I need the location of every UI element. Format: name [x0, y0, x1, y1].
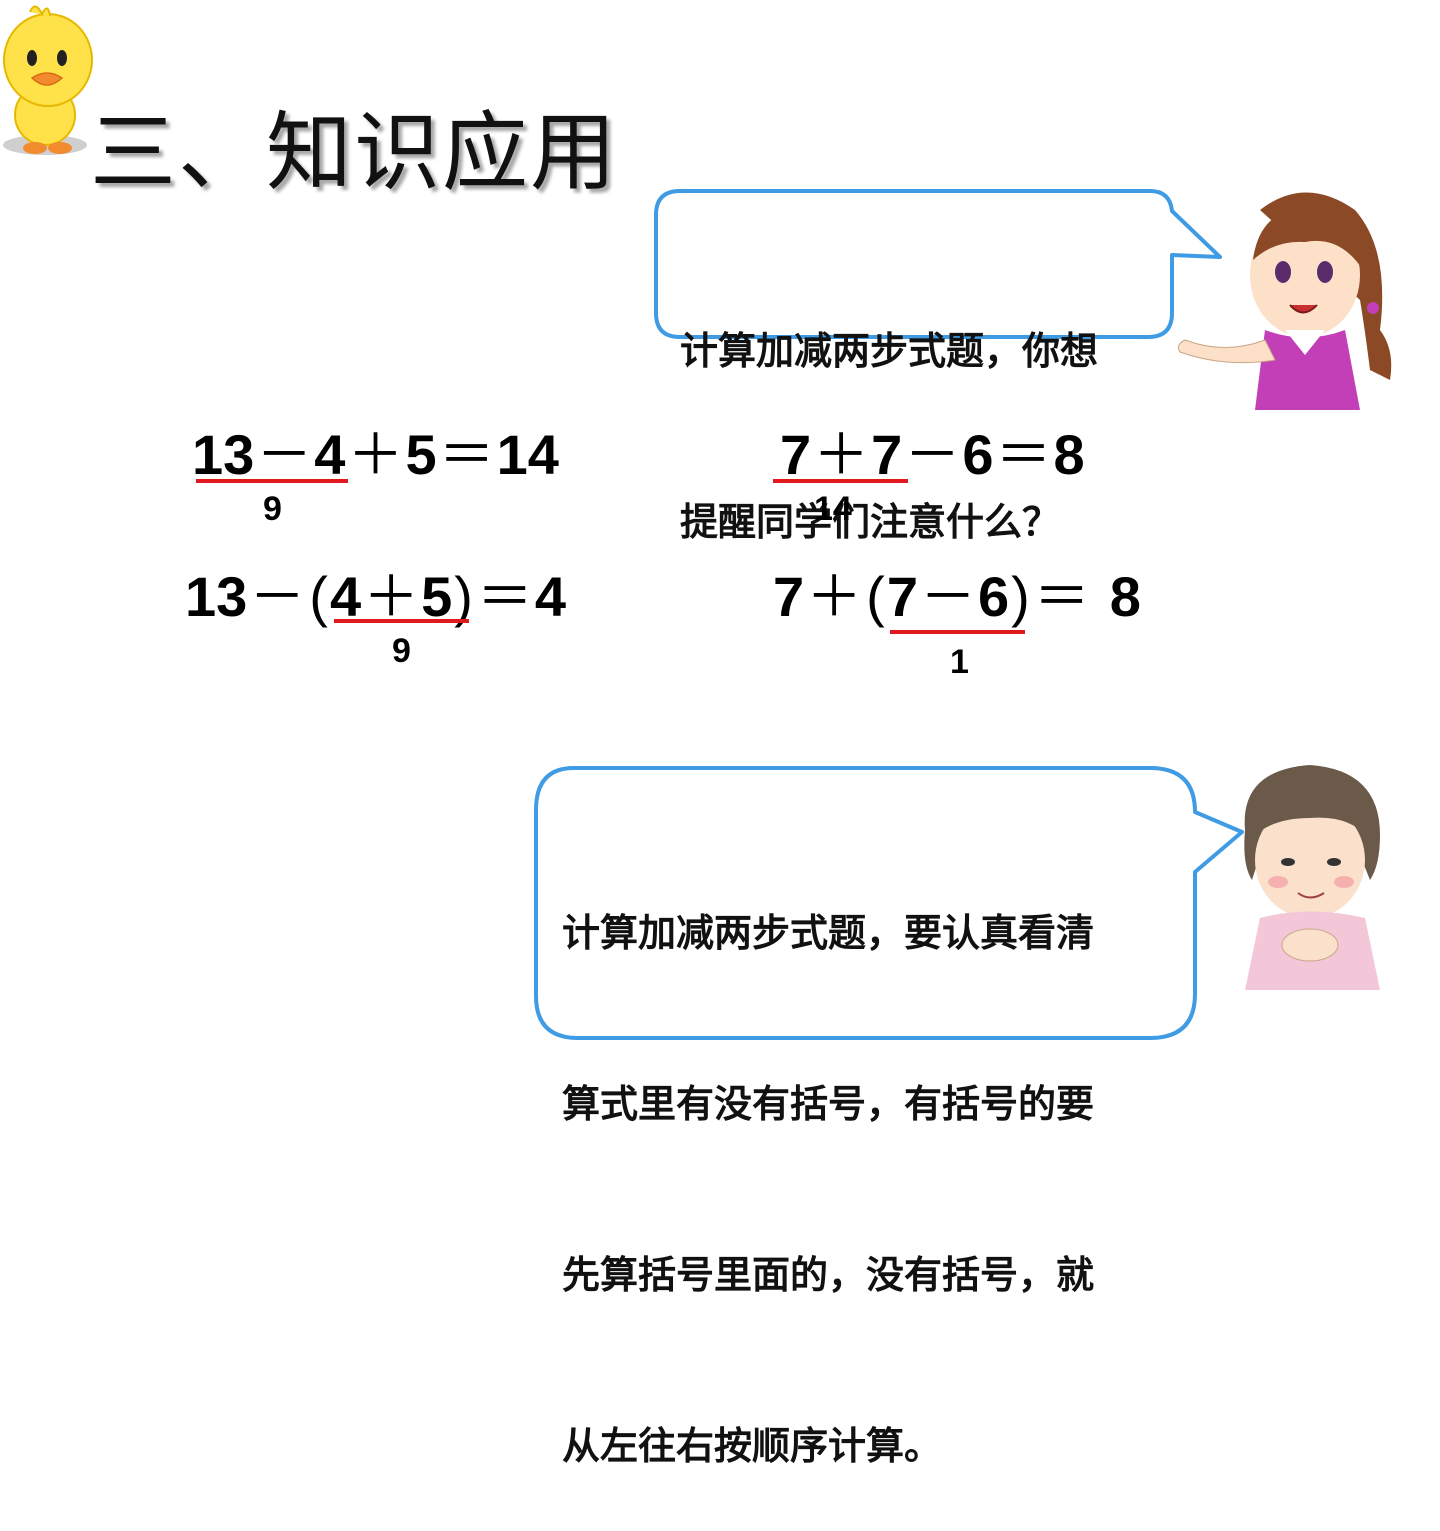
eq3-operand-a: 13: [185, 565, 248, 628]
eq2-operand-c: 6: [962, 423, 994, 486]
equation-4: 7＋(7－6)＝8: [773, 552, 1141, 633]
eq2-equals: ＝: [995, 423, 1052, 486]
eq4-operand-a: 7: [773, 565, 805, 628]
eq4-equals: ＝: [1033, 565, 1090, 628]
eq1-underline: [196, 479, 348, 483]
eq3-equals: ＝: [476, 565, 533, 628]
eq3-result: 4: [534, 565, 567, 628]
equation-1: 13－4＋5＝14: [192, 410, 559, 491]
eq3-underline: [334, 619, 469, 623]
eq4-operand-b: 7: [886, 565, 918, 628]
eq4-partial-result: 1: [950, 643, 969, 681]
eq2-operator-2: －: [904, 423, 961, 486]
student-bubble-line: 计算加减两步式题，要认真看清: [562, 910, 1095, 955]
student-illustration: [1244, 765, 1380, 990]
student-bubble-text: 计算加减两步式题，要认真看清 算式里有没有括号，有括号的要 先算括号里面的，没有…: [562, 790, 1094, 1531]
eq3-partial-result: 9: [392, 632, 411, 670]
eq3-operator-1: －: [249, 565, 306, 628]
eq4-operator-2: －: [919, 565, 976, 628]
equation-3: 13－(4＋5)＝4: [185, 552, 566, 633]
eq1-operator-2: ＋: [347, 423, 404, 486]
student-bubble-line: 先算括号里面的，没有括号，就: [562, 1252, 1095, 1297]
eq1-equals: ＝: [438, 423, 495, 486]
student-bubble-line: 从左往右按顺序计算。: [562, 1423, 943, 1468]
teacher-speech-bubble: [654, 189, 1222, 339]
duck-mascot-icon: [3, 5, 93, 155]
eq4-result: 8: [1109, 565, 1141, 628]
eq1-operand-b: 4: [314, 423, 346, 486]
eq4-right-paren: ): [1011, 565, 1030, 628]
eq2-result: 8: [1053, 423, 1085, 486]
eq3-operand-c: 5: [421, 565, 453, 628]
eq1-operator-1: －: [256, 423, 313, 486]
eq4-operand-c: 6: [977, 565, 1010, 628]
eq2-operand-b: 7: [871, 423, 903, 486]
eq1-operand-a: 13: [192, 423, 255, 486]
eq1-result: 14: [496, 423, 559, 486]
eq1-partial-result: 9: [263, 490, 282, 528]
eq4-underline: [890, 630, 1025, 634]
eq3-operand-b: 4: [329, 565, 362, 628]
teacher-illustration: [1177, 192, 1392, 410]
student-speech-bubble: [534, 766, 1244, 1040]
eq3-right-paren: ): [454, 565, 473, 628]
eq1-operand-c: 5: [405, 423, 437, 486]
equation-2: 7＋7－6＝8: [780, 410, 1085, 491]
eq2-operand-a: 7: [780, 423, 812, 486]
eq2-operator-1: ＋: [813, 423, 870, 486]
eq3-left-paren: (: [309, 565, 328, 628]
page-title: 三、知识应用: [90, 103, 618, 203]
eq3-operator-2: ＋: [363, 565, 420, 628]
student-bubble-line: 算式里有没有括号，有括号的要: [562, 1081, 1095, 1126]
eq2-underline: [773, 479, 908, 483]
eq4-operator-1: ＋: [806, 565, 863, 628]
teacher-bubble-line: 提醒同学们注意什么？: [680, 499, 1061, 544]
eq2-partial-result: 14: [814, 490, 852, 528]
eq4-left-paren: (: [866, 565, 885, 628]
teacher-bubble-text: 计算加减两步式题，你想 提醒同学们注意什么？: [680, 208, 1098, 607]
teacher-bubble-line: 计算加减两步式题，你想: [680, 328, 1099, 373]
